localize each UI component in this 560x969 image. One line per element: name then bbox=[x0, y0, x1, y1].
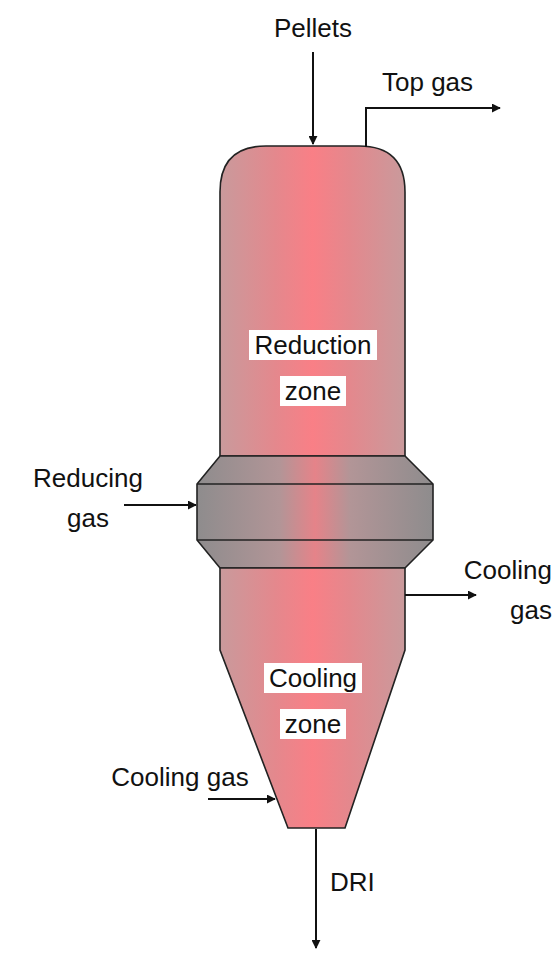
reducing-gas-bustle bbox=[197, 456, 433, 568]
bustle-line bbox=[197, 539, 433, 541]
reducing-gas-arrow bbox=[124, 504, 196, 506]
cooling-gas-out-arrow bbox=[405, 594, 476, 596]
input-label: Cooling gas bbox=[111, 762, 248, 792]
reduction-shaft bbox=[220, 146, 405, 456]
input-label-box: Pellets bbox=[238, 8, 388, 48]
output-label: Cooling gas bbox=[464, 555, 552, 625]
input-label: Pellets bbox=[274, 13, 352, 43]
top-gas-arrow bbox=[366, 108, 500, 147]
bustle-line bbox=[197, 483, 433, 485]
input-label: Reducing gas bbox=[33, 463, 143, 533]
output-label-box: Cooling gas bbox=[418, 550, 552, 630]
cooling-gas-in-arrow bbox=[208, 798, 275, 800]
output-label: DRI bbox=[330, 867, 375, 897]
dri-arrow bbox=[315, 829, 317, 948]
input-label-box: Reducing gas bbox=[13, 458, 163, 538]
zone-label-box: Reduction zone bbox=[234, 322, 392, 414]
output-label-box: DRI bbox=[330, 862, 420, 902]
zone-label: Cooling zone bbox=[264, 663, 362, 739]
pellets-arrow bbox=[312, 52, 314, 144]
output-label-box: Top gas bbox=[382, 62, 512, 102]
input-label-box: Cooling gas bbox=[110, 757, 250, 797]
output-label: Top gas bbox=[382, 67, 473, 97]
zone-label: Reduction zone bbox=[249, 330, 376, 406]
zone-label-box: Cooling zone bbox=[236, 655, 390, 747]
